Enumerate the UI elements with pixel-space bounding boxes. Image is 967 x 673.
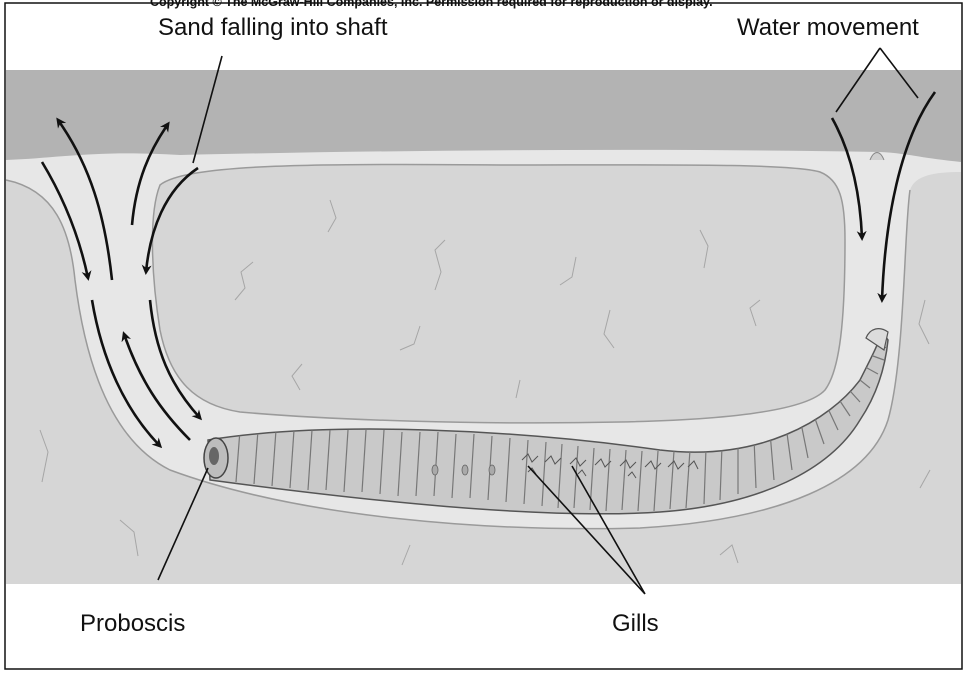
label-gills: Gills <box>612 612 659 636</box>
proboscis-mouth <box>209 447 219 465</box>
label-proboscis: Proboscis <box>80 612 185 636</box>
copyright-notice: Copyright © The McGraw-Hill Companies, I… <box>150 0 713 9</box>
inner-sand-block <box>152 164 845 422</box>
label-sand-falling: Sand falling into shaft <box>158 16 388 40</box>
label-water-movement: Water movement <box>737 16 919 40</box>
